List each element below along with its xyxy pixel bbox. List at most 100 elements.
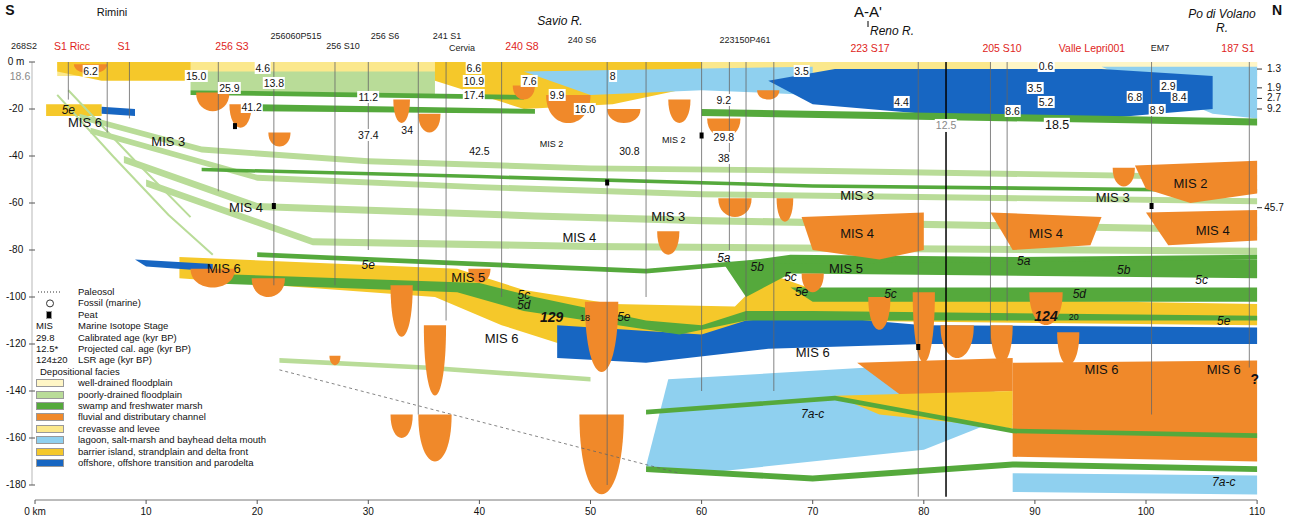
legend-swatch <box>36 425 64 433</box>
axis-tick <box>29 109 35 110</box>
axis-tick <box>1257 87 1262 88</box>
channel-fill <box>391 285 413 337</box>
age-label: 6.8 <box>1127 91 1144 103</box>
axis-tick <box>29 297 35 298</box>
stage-label: MIS 6 <box>1207 362 1241 377</box>
italic-label: 7a-c <box>801 408 824 422</box>
borehole-name: Cervia <box>449 43 475 53</box>
axis-tick <box>1257 500 1258 504</box>
axis-tick <box>1034 500 1035 504</box>
section-label: A-A' <box>854 3 882 20</box>
axis-label: 2.7 <box>1267 93 1281 105</box>
channel-fill <box>657 231 679 254</box>
legend-heading: Depositional facies <box>40 366 120 377</box>
borehole-line <box>646 62 647 297</box>
axis-tick <box>29 250 35 251</box>
borehole-name: Valle Lepri001 <box>1059 42 1125 54</box>
borehole-line <box>107 62 108 133</box>
axis-tick <box>29 391 35 392</box>
legend-text: well-drained floodplain <box>78 378 173 389</box>
axis-tick <box>29 485 35 486</box>
facies-body <box>57 62 190 81</box>
age-label: 5.2 <box>1038 96 1055 108</box>
age-label: 34 <box>400 124 414 136</box>
age-label: 4.4 <box>893 96 910 108</box>
channel-fill <box>196 93 229 112</box>
age-label: 9.9 <box>549 89 566 101</box>
stage-label: MIS 6 <box>796 346 830 361</box>
axis-tick <box>257 500 258 504</box>
legend-swatch <box>36 459 64 467</box>
axis-label: -160 <box>6 432 26 444</box>
italic-label: 5b <box>750 261 763 275</box>
borehole-name: 256 S10 <box>326 41 360 51</box>
age-label: 0.6 <box>1038 59 1055 71</box>
italic-label: 5e <box>795 287 808 301</box>
axis-label: 0 m <box>8 56 25 68</box>
axis-label: -20 <box>9 103 23 115</box>
italic-label: 5b <box>1117 264 1130 278</box>
place-name: Rimini <box>97 6 128 19</box>
ramp-line <box>57 95 213 255</box>
legend-text: Peat <box>78 309 98 320</box>
borehole-line <box>701 62 702 391</box>
paleosol-symbol <box>38 292 62 293</box>
legend-text: poorly-drained floodplain <box>78 389 182 400</box>
axis-label: 10 <box>141 506 152 518</box>
stage-label: MIS 5 <box>451 271 485 286</box>
axis-tick <box>812 500 813 504</box>
legend-swatch <box>36 413 64 421</box>
age-label: 29.8 <box>713 131 735 143</box>
small-label: MIS 2 <box>540 139 564 149</box>
legend-text: offshore, offshore transition and parode… <box>78 458 254 469</box>
borehole-name: 187 S1 <box>1221 42 1254 54</box>
legend-swatch <box>36 379 64 387</box>
distance-axis <box>35 500 1257 501</box>
channel-fill <box>718 198 751 217</box>
italic-label: 5a <box>717 252 730 266</box>
legend-text: LSR age (kyr BP) <box>78 355 152 366</box>
borehole-name: 205 S10 <box>982 42 1021 54</box>
italic-label: 5c <box>884 288 897 302</box>
stage-label: MIS 3 <box>840 188 874 203</box>
axis-tick <box>590 500 591 504</box>
age-label: 15.0 <box>185 70 207 82</box>
direction-label: N <box>1272 2 1282 18</box>
stage-label: MIS 6 <box>68 116 102 131</box>
channel-fill <box>391 415 413 438</box>
legend-text: Projected cal. age (kyr BP) <box>78 344 191 355</box>
borehole-line <box>1007 62 1008 321</box>
channel-fill <box>393 100 410 123</box>
axis-tick <box>29 203 35 204</box>
age-label: 30.8 <box>618 145 640 157</box>
axis-label: 1.3 <box>1267 63 1281 75</box>
legend-text: barrier island, strandplain and delta fr… <box>78 446 248 457</box>
stage-label: MIS 3 <box>151 134 185 149</box>
channel-fill <box>757 90 779 99</box>
stage-label: MIS 4 <box>229 200 263 215</box>
axis-label: -100 <box>6 291 26 303</box>
borehole-line <box>368 62 369 250</box>
lsr-age: 129 <box>540 309 563 325</box>
legend-text: Marine Isotope Stage <box>78 321 168 332</box>
stage-label: MIS 3 <box>1096 191 1130 206</box>
facies-body <box>835 391 1013 429</box>
channel-fill <box>268 133 290 147</box>
axis-label: 0 km <box>24 506 46 518</box>
borehole-line <box>773 62 774 391</box>
stage-label: MIS 5 <box>829 261 863 276</box>
axis-tick <box>1257 69 1262 70</box>
age-label: 8.4 <box>1171 91 1188 103</box>
legend-swatch <box>36 402 64 410</box>
borehole-name: 268S2 <box>11 41 37 51</box>
age-label: 17.4 <box>463 89 485 101</box>
borehole-line <box>446 62 447 321</box>
age-label: 8 <box>609 70 617 82</box>
italic-label: 7a-c <box>1212 476 1235 490</box>
legend-swatch <box>36 448 64 456</box>
legend-swatch <box>36 391 64 399</box>
axis-label: 80 <box>918 506 929 518</box>
age-label: 10.9 <box>463 75 485 87</box>
italic-label: Reno R. <box>870 25 914 39</box>
facies-band <box>646 462 1257 482</box>
